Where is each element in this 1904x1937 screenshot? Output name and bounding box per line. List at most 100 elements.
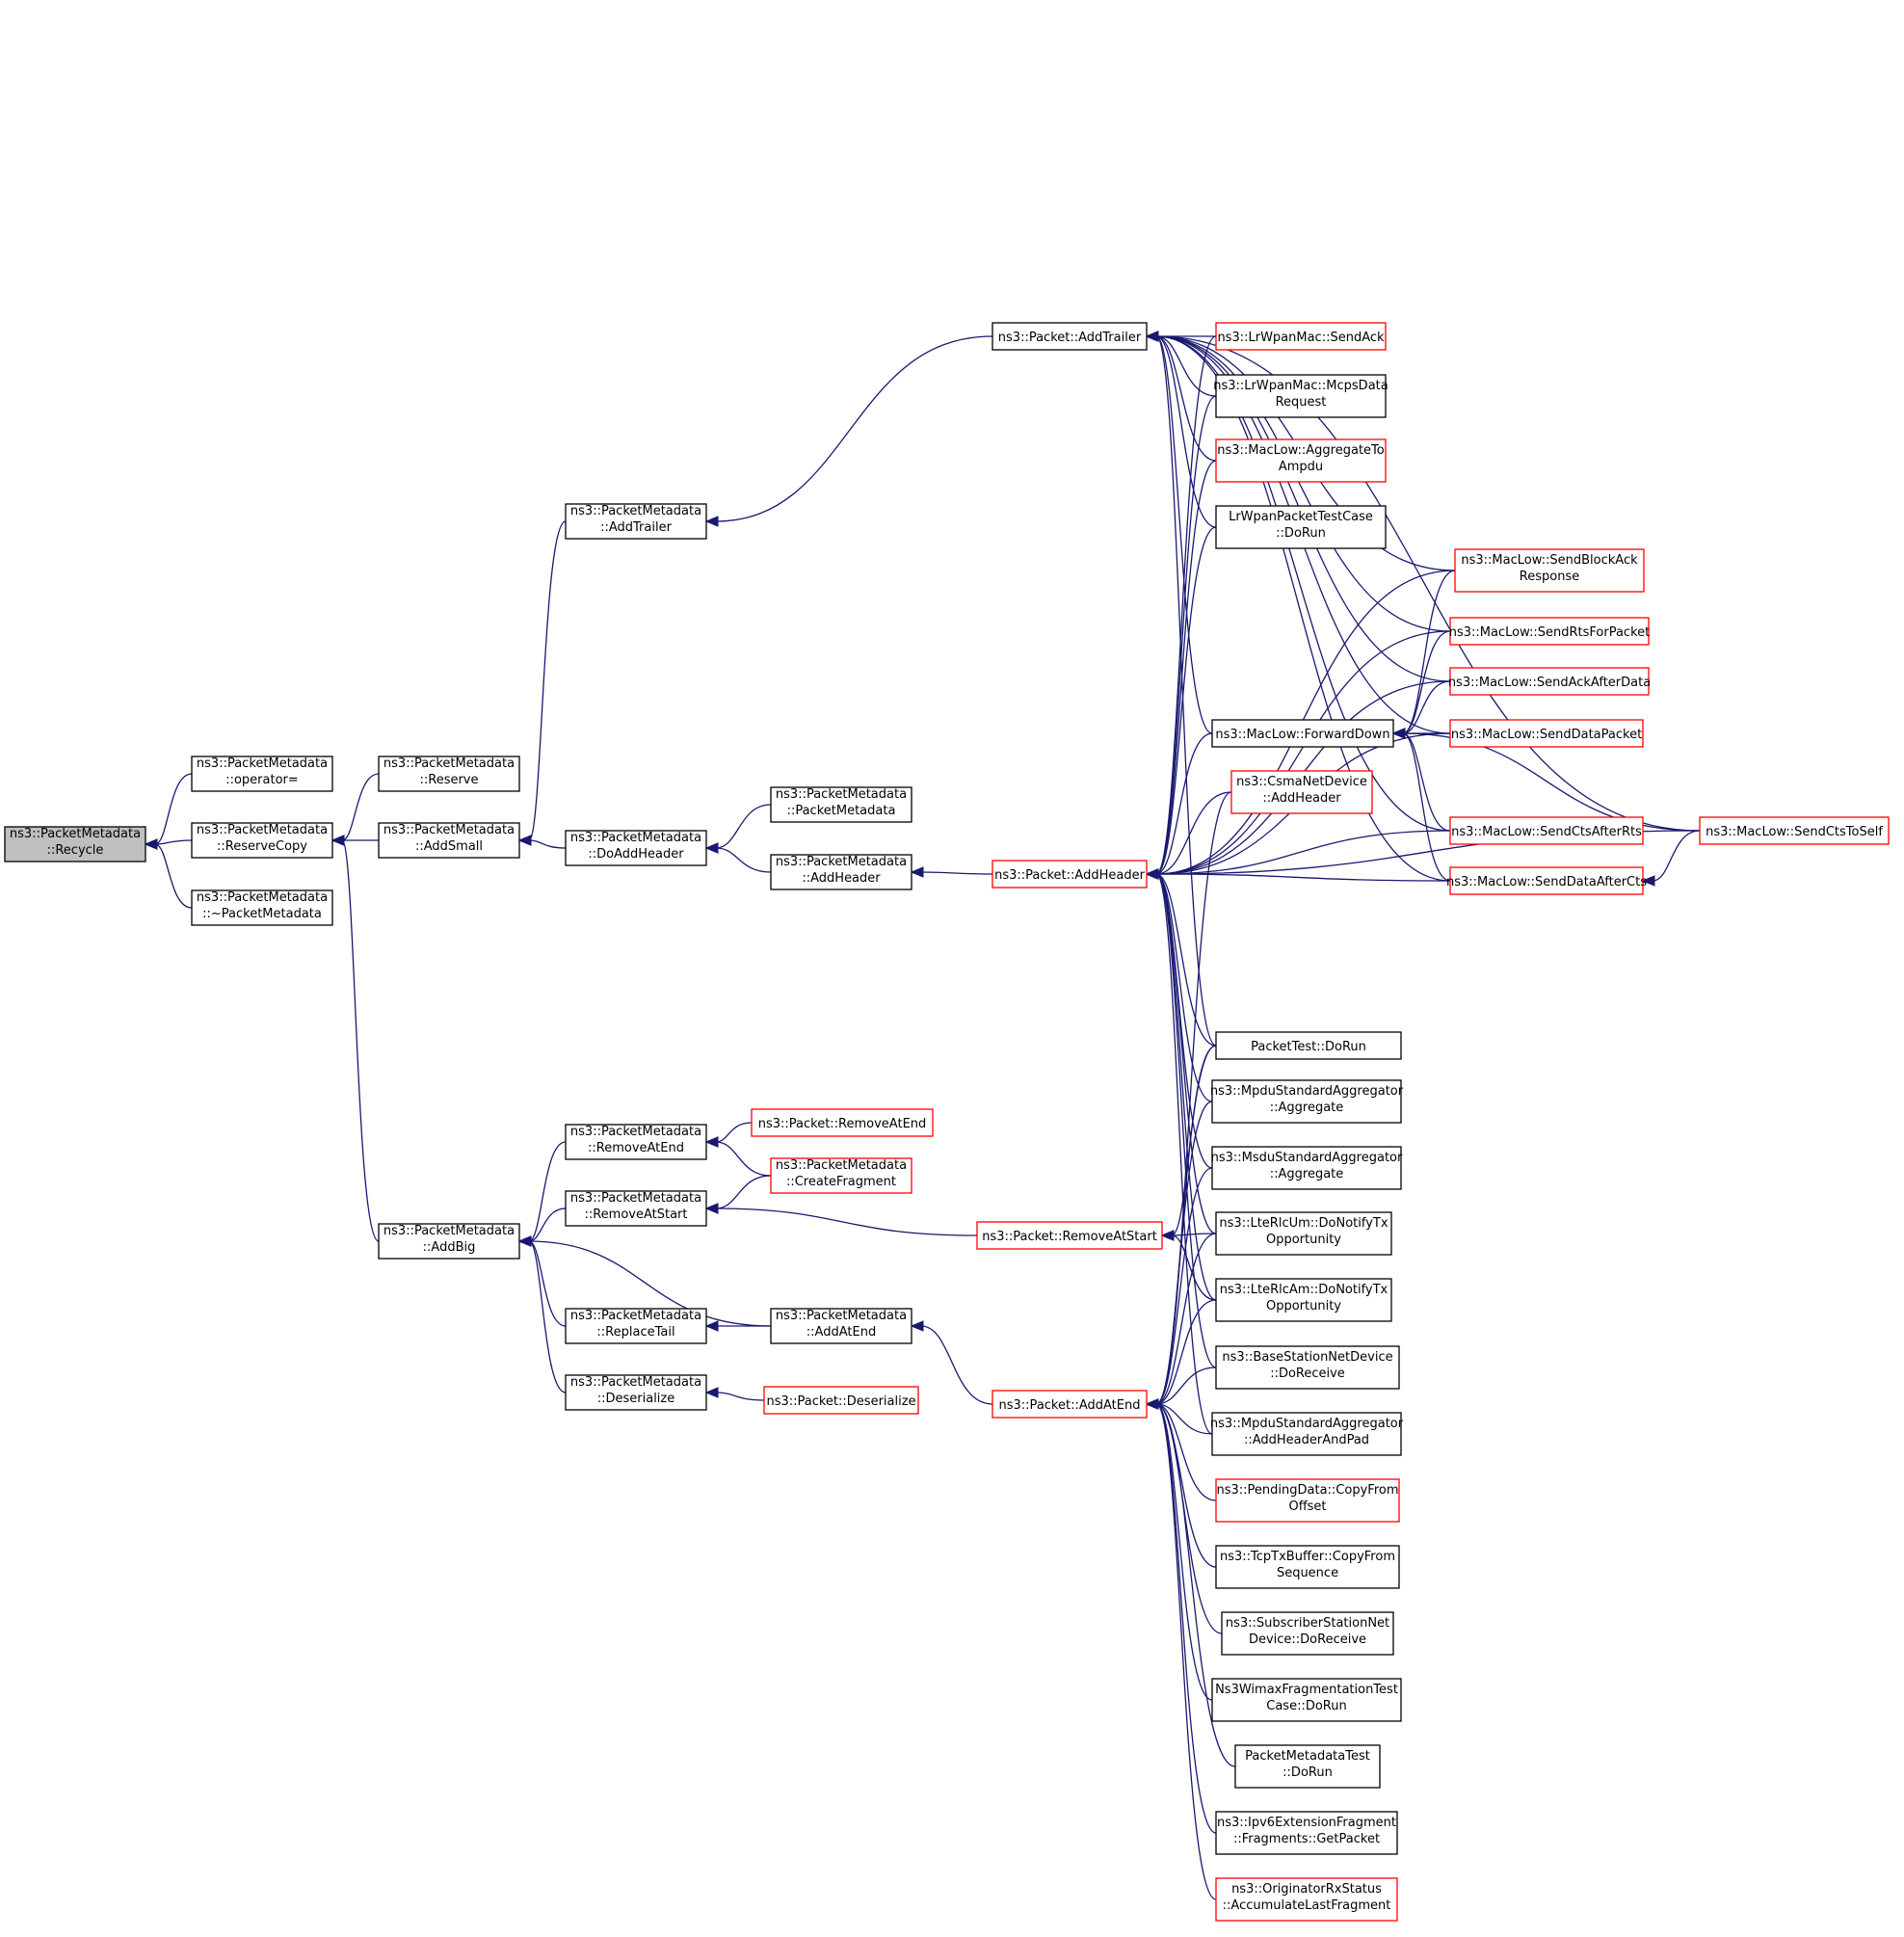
arrowhead (704, 1203, 719, 1214)
call-edge-line (1155, 335, 1701, 832)
node-box (1449, 667, 1650, 696)
node-add-small[interactable]: ns3::PacketMetadata::AddSmall (378, 822, 520, 859)
call-edge-dtor-to-recycle (144, 838, 193, 909)
call-edge-line (154, 839, 193, 845)
arrowhead (704, 842, 719, 854)
node-mpdu-pad[interactable]: ns3::MpduStandardAggregator::AddHeaderAn… (1210, 1412, 1404, 1456)
call-edge-line (1155, 335, 1217, 528)
node-reserve-copy[interactable]: ns3::PacketMetadata::ReserveCopy (191, 822, 333, 859)
call-edge-line (1155, 1299, 1217, 1405)
call-edge-line (715, 1122, 753, 1143)
node-reserve[interactable]: ns3::PacketMetadata::Reserve (378, 756, 520, 792)
node-p-deserialize[interactable]: ns3::Packet::Deserialize (763, 1386, 919, 1415)
node-box (1215, 1877, 1398, 1922)
node-label-line: ns3::MacLow::SendBlockAck (1461, 553, 1638, 568)
node-dtor[interactable]: ns3::PacketMetadata::~PacketMetadata (191, 889, 333, 926)
call-edge-line (1155, 1403, 1236, 1767)
node-label-line: ns3::LrWpanMac::McpsData (1213, 379, 1388, 393)
node-originator[interactable]: ns3::OriginatorRxStatus::AccumulateLastF… (1215, 1877, 1398, 1922)
node-ipv6-frag[interactable]: ns3::Ipv6ExtensionFragment::Fragments::G… (1215, 1811, 1398, 1855)
node-send-data-after-cts[interactable]: ns3::MacLow::SendDataAfterCts (1446, 866, 1647, 895)
node-csma-add-header[interactable]: ns3::CsmaNetDevice::AddHeader (1230, 770, 1373, 814)
call-edge-send_cts_self-to-send_data_after_cts (1641, 830, 1701, 887)
node-box (1215, 505, 1387, 549)
node-label-line: ns3::PacketMetadata (776, 787, 907, 802)
node-p-remove-at-end[interactable]: ns3::Packet::RemoveAtEnd (751, 1108, 934, 1137)
call-edge-line (715, 1207, 978, 1236)
node-label-line: ns3::MacLow::SendCtsAfterRts (1451, 825, 1642, 839)
edge-layer (144, 331, 1701, 1900)
call-edge-line (1155, 526, 1217, 875)
node-remove-at-end[interactable]: ns3::PacketMetadata::RemoveAtEnd (565, 1124, 707, 1160)
node-create-fragment[interactable]: ns3::PacketMetadata::CreateFragment (770, 1157, 912, 1194)
arrowhead (704, 1387, 719, 1398)
node-pm-add-trailer[interactable]: ns3::PacketMetadata::AddTrailer (565, 503, 707, 540)
node-label-line: ns3::MsduStandardAggregator (1211, 1151, 1403, 1165)
node-bs-receive[interactable]: ns3::BaseStationNetDevice::DoReceive (1215, 1345, 1400, 1390)
node-label-line: ns3::LteRlcAm::DoNotifyTx (1220, 1283, 1388, 1297)
arrowhead (1145, 868, 1159, 880)
node-remove-at-start[interactable]: ns3::PacketMetadata::RemoveAtStart (565, 1190, 707, 1227)
call-edge-send_cts_self-to-p_add_trailer (1145, 331, 1701, 832)
call-edge-lrwpan_packet_test-to-p_add_header (1145, 526, 1217, 880)
node-box (378, 1223, 520, 1260)
node-do-add-header[interactable]: ns3::PacketMetadata::DoAddHeader (565, 830, 707, 866)
call-edge-p_add_header-to-pm_add_header (910, 866, 993, 878)
node-p-add-at-end[interactable]: ns3::Packet::AddAtEnd (992, 1390, 1148, 1419)
node-ss-receive[interactable]: ns3::SubscriberStationNetDevice::DoRecei… (1221, 1611, 1394, 1656)
node-replace-tail[interactable]: ns3::PacketMetadata::ReplaceTail (565, 1308, 707, 1344)
node-send-cts-self[interactable]: ns3::MacLow::SendCtsToSelf (1699, 816, 1890, 845)
node-deserialize[interactable]: ns3::PacketMetadata::Deserialize (565, 1374, 707, 1411)
node-box (1215, 1478, 1400, 1523)
node-label-line: ns3::MacLow::SendDataAfterCts (1446, 875, 1647, 889)
node-lrwpan-packet-test[interactable]: LrWpanPacketTestCase::DoRun (1215, 505, 1387, 549)
node-forward-down[interactable]: ns3::MacLow::ForwardDown (1211, 719, 1394, 748)
node-lrwpan-send-ack[interactable]: ns3::LrWpanMac::SendAck (1215, 322, 1387, 351)
arrowhead (1145, 331, 1159, 342)
node-send-ack-after[interactable]: ns3::MacLow::SendAckAfterData (1448, 667, 1651, 696)
call-edge-line (920, 871, 993, 875)
node-box (1211, 1146, 1402, 1190)
call-edge-line (1155, 630, 1451, 875)
call-edge-line (1155, 1403, 1213, 1435)
node-label-line: ns3::MacLow::AggregateTo (1217, 443, 1385, 458)
node-label-line: ns3::MacLow::SendRtsForPacket (1449, 625, 1651, 640)
call-edge-line (1155, 335, 1217, 397)
call-edge-line (1155, 1403, 1217, 1834)
node-operator-eq[interactable]: ns3::PacketMetadata::operator= (191, 756, 333, 792)
node-send-rts[interactable]: ns3::MacLow::SendRtsForPacket (1449, 617, 1651, 646)
node-packet-test[interactable]: PacketTest::DoRun (1215, 1031, 1402, 1060)
node-box (1215, 1345, 1400, 1390)
call-edge-operator_eq-to-recycle (144, 773, 193, 850)
node-msdu-aggregate[interactable]: ns3::MsduStandardAggregator::Aggregate (1211, 1146, 1403, 1190)
node-p-remove-at-start[interactable]: ns3::Packet::RemoveAtStart (976, 1221, 1163, 1250)
node-recycle[interactable]: ns3::PacketMetadata::Recycle (4, 826, 146, 862)
arrowhead (517, 835, 532, 846)
node-box (565, 1308, 707, 1344)
node-label-line: ::Deserialize (597, 1392, 675, 1406)
node-mpdu-aggregate[interactable]: ns3::MpduStandardAggregator::Aggregate (1210, 1079, 1404, 1124)
node-label-line: ::DoAddHeader (588, 847, 684, 862)
node-pm-test[interactable]: PacketMetadataTest::DoRun (1234, 1744, 1381, 1789)
node-pm-add-header[interactable]: ns3::PacketMetadata::AddHeader (770, 854, 912, 890)
node-box (565, 830, 707, 866)
node-p-add-trailer[interactable]: ns3::Packet::AddTrailer (992, 322, 1148, 351)
node-label-line: ::CreateFragment (786, 1175, 896, 1189)
node-label-line: Opportunity (1266, 1299, 1341, 1313)
arrowhead (331, 835, 345, 846)
node-pm-ctor[interactable]: ns3::PacketMetadata::PacketMetadata (770, 786, 912, 823)
node-p-add-header[interactable]: ns3::Packet::AddHeader (992, 860, 1148, 889)
node-send-data-packet[interactable]: ns3::MacLow::SendDataPacket (1449, 719, 1644, 748)
node-pm-add-at-end[interactable]: ns3::PacketMetadata::AddAtEnd (770, 1308, 912, 1344)
node-add-big[interactable]: ns3::PacketMetadata::AddBig (378, 1223, 520, 1260)
node-send-cts-after[interactable]: ns3::MacLow::SendCtsAfterRts (1449, 816, 1644, 845)
arrowhead (1391, 728, 1406, 739)
